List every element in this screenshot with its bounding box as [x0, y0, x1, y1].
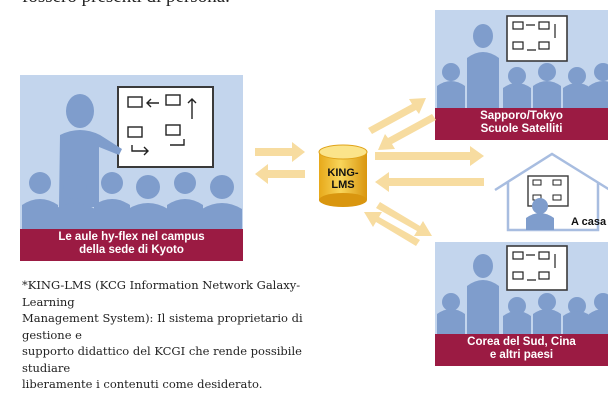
overseas-label-line2: e altri paesi [489, 349, 554, 361]
overseas-panel [435, 242, 608, 334]
king-lms-label: KING- LMS [317, 167, 369, 191]
arrow-from-overseas [364, 212, 420, 246]
arrow-from-center-left [255, 164, 305, 184]
sapporo-tokyo-label: Sapporo/Tokyo Scuole Satelliti [435, 108, 608, 140]
overseas-classroom-illustration [437, 245, 608, 334]
home-label: A casa [571, 216, 607, 228]
king-lms-line2: LMS [331, 179, 355, 191]
kyoto-campus-label: Le aule hy-flex nel campus della sede di… [20, 229, 243, 261]
sapporo-label-line1: Sapporo/Tokyo [480, 110, 563, 122]
home-learner-silhouette [526, 198, 554, 230]
overseas-label: Corea del Sud, Cina e altri paesi [435, 334, 608, 366]
intro-text: fossero presenti di persona. [22, 0, 230, 8]
footnote-line4: liberamente i contenuti come desiderato. [22, 377, 263, 391]
king-lms-footnote: *KING-LMS (KCG Information Network Galax… [22, 277, 322, 393]
kyoto-label-line1: Le aule hy-flex nel campus [58, 231, 205, 243]
kyoto-label-line2: della sede di Kyoto [79, 244, 184, 256]
arrow-from-home [375, 172, 484, 192]
database-cylinder-icon [318, 144, 368, 207]
arrow-to-sapporo [368, 98, 426, 134]
board-network-icon [512, 21, 556, 51]
arrow-to-overseas [376, 202, 432, 236]
arrow-to-home [375, 146, 484, 166]
board-network-icon [127, 94, 197, 156]
satellite-classroom-illustration [437, 15, 608, 108]
king-lms-line1: KING- [327, 167, 359, 179]
overseas-label-line1: Corea del Sud, Cina [467, 336, 576, 348]
footnote-line3: supporto didattico del KCGI che rende po… [22, 344, 302, 375]
connection-arrows [255, 98, 484, 246]
arrow-from-sapporo [378, 114, 436, 150]
home-illustration [494, 152, 608, 232]
sapporo-tokyo-panel [435, 10, 608, 108]
sapporo-label-line2: Scuole Satelliti [480, 123, 563, 135]
audience-silhouettes [437, 254, 608, 334]
arrow-to-center-left [255, 142, 305, 162]
footnote-line2: Management System): Il sistema proprieta… [22, 311, 303, 342]
board-network-icon [512, 251, 556, 281]
audience-silhouettes [437, 24, 608, 108]
footnote-line1: *KING-LMS (KCG Information Network Galax… [22, 278, 301, 309]
